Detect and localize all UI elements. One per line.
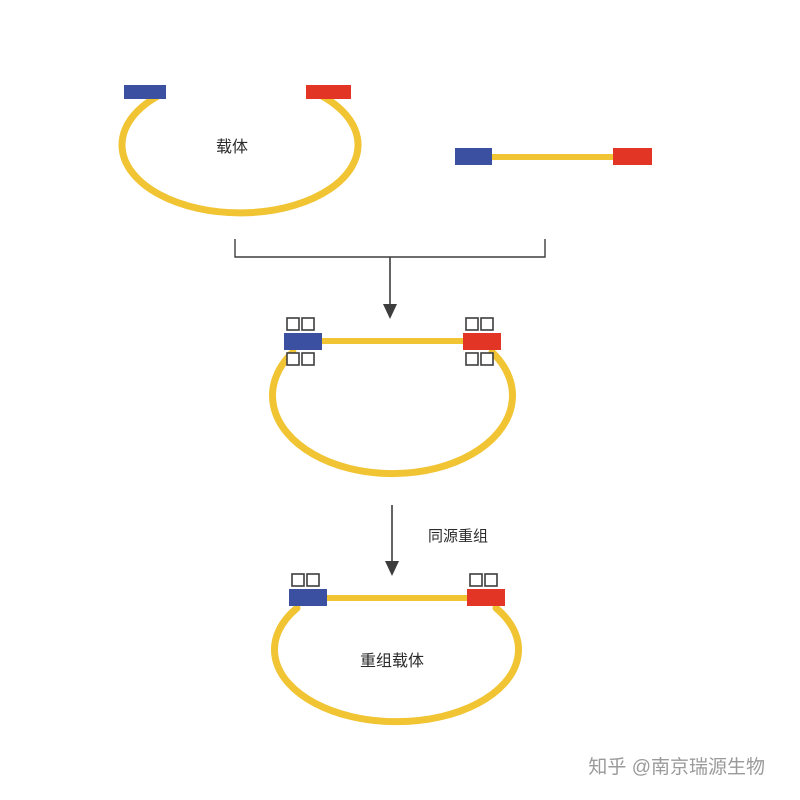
crossover-mark (286, 317, 300, 331)
recombinant-homology-right (467, 589, 505, 606)
insert-fragment (455, 148, 652, 165)
combine-arrow-down-icon (383, 304, 397, 319)
recombination-label: 同源重组 (428, 528, 488, 545)
crossover-mark (301, 352, 315, 366)
vector-homology-left (124, 85, 166, 99)
crossover-mark (465, 352, 479, 366)
intermediate-homology-right (463, 333, 501, 350)
crossover-mark (301, 317, 315, 331)
recombinant-backbone-arc (271, 604, 522, 726)
merge-bracket (234, 239, 546, 319)
watermark: 知乎 @南京瑞源生物 (588, 756, 765, 778)
vector-homology-right (306, 85, 351, 99)
crossover-mark (306, 573, 320, 587)
vector-top: 载体 (118, 85, 362, 217)
bracket-line (234, 239, 546, 258)
insert-homology-right (613, 148, 652, 165)
intermediate-homology-left (284, 333, 322, 350)
intermediate-construct (269, 317, 516, 478)
crossover-mark (469, 573, 483, 587)
insert-homology-left (455, 148, 492, 165)
vector-backbone-arc (118, 87, 362, 217)
vector-label: 载体 (216, 138, 248, 156)
recombination-arrow-down-icon (385, 561, 399, 576)
crossover-mark (286, 352, 300, 366)
crossover-mark (480, 317, 494, 331)
recombinant-vector-label: 重组载体 (360, 652, 424, 670)
recombinant-vector: 重组载体 (271, 573, 522, 726)
intermediate-backbone-arc (269, 348, 516, 478)
crossover-mark (291, 573, 305, 587)
crossover-mark (465, 317, 479, 331)
crossover-mark (484, 573, 498, 587)
recombinant-homology-left (289, 589, 327, 606)
recombination-step: 同源重组 (385, 505, 488, 576)
crossover-mark (480, 352, 494, 366)
